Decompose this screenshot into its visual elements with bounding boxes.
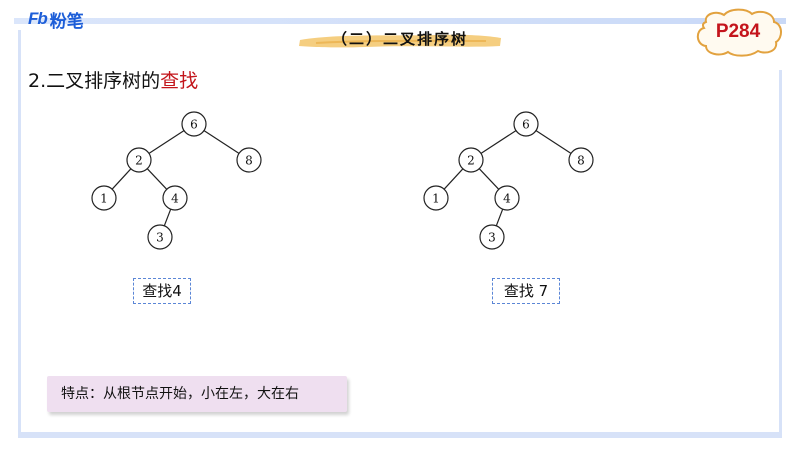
search-4-caption: 查找4	[133, 278, 191, 304]
tree-node	[162, 185, 188, 211]
tree-edge	[480, 130, 517, 154]
page-title: （二）二叉排序树	[331, 30, 468, 48]
tree-node	[91, 185, 117, 211]
frame-bottom-bar	[18, 432, 782, 438]
tree-node-label: 4	[503, 192, 511, 206]
tree-node	[236, 147, 262, 173]
tree-node	[458, 147, 484, 173]
tree-node-label: 1	[100, 192, 108, 206]
tree-node-label: 3	[156, 231, 164, 245]
title-banner: （二）二叉排序树	[296, 26, 504, 50]
tree-node-label: 8	[577, 154, 585, 168]
tree-node-label: 2	[467, 154, 475, 168]
tree-node-label: 1	[432, 192, 440, 206]
tree-node	[126, 147, 152, 173]
tree-edge	[111, 168, 132, 190]
brush-stroke	[299, 34, 501, 48]
search-7-caption: 查找 7	[492, 278, 560, 304]
brand-logo: Fb 粉笔	[28, 8, 84, 31]
frame-left-bar	[18, 30, 21, 438]
tree-node-label: 6	[522, 118, 530, 132]
tree-edge	[148, 130, 185, 154]
tree-edge	[163, 208, 172, 227]
page-number-badge: P284	[715, 21, 761, 42]
page-badge: P284	[690, 6, 786, 58]
tree-edge	[495, 208, 504, 227]
tree-node-label: 2	[135, 154, 143, 168]
tree-edge	[146, 168, 168, 190]
tree-edge	[443, 168, 464, 190]
tree-edge	[535, 130, 572, 154]
section-heading-highlight: 查找	[160, 70, 199, 92]
frame-top-bar	[14, 18, 786, 24]
tree-node-label: 3	[488, 231, 496, 245]
tree-edge	[203, 130, 240, 154]
tree-node-label: 8	[245, 154, 253, 168]
tree-node	[568, 147, 594, 173]
tree-node	[423, 185, 449, 211]
section-heading: 2.二叉排序树的查找	[28, 66, 198, 93]
tree-edge	[478, 168, 500, 190]
logo-mark: Fb	[28, 9, 48, 28]
tree-node	[147, 224, 173, 250]
tree-node	[181, 111, 207, 137]
tree-node	[513, 111, 539, 137]
logo-name: 粉笔	[49, 11, 84, 31]
tree-node-label: 4	[171, 192, 179, 206]
tree-node-label: 6	[190, 118, 198, 132]
frame-right-bar	[779, 70, 782, 438]
badge-cloud-shape	[696, 8, 782, 57]
tree-node	[494, 185, 520, 211]
section-heading-text: 2.二叉排序树的	[28, 70, 161, 92]
feature-note: 特点：从根节点开始，小在左，大在右	[47, 376, 347, 412]
tree-node	[479, 224, 505, 250]
